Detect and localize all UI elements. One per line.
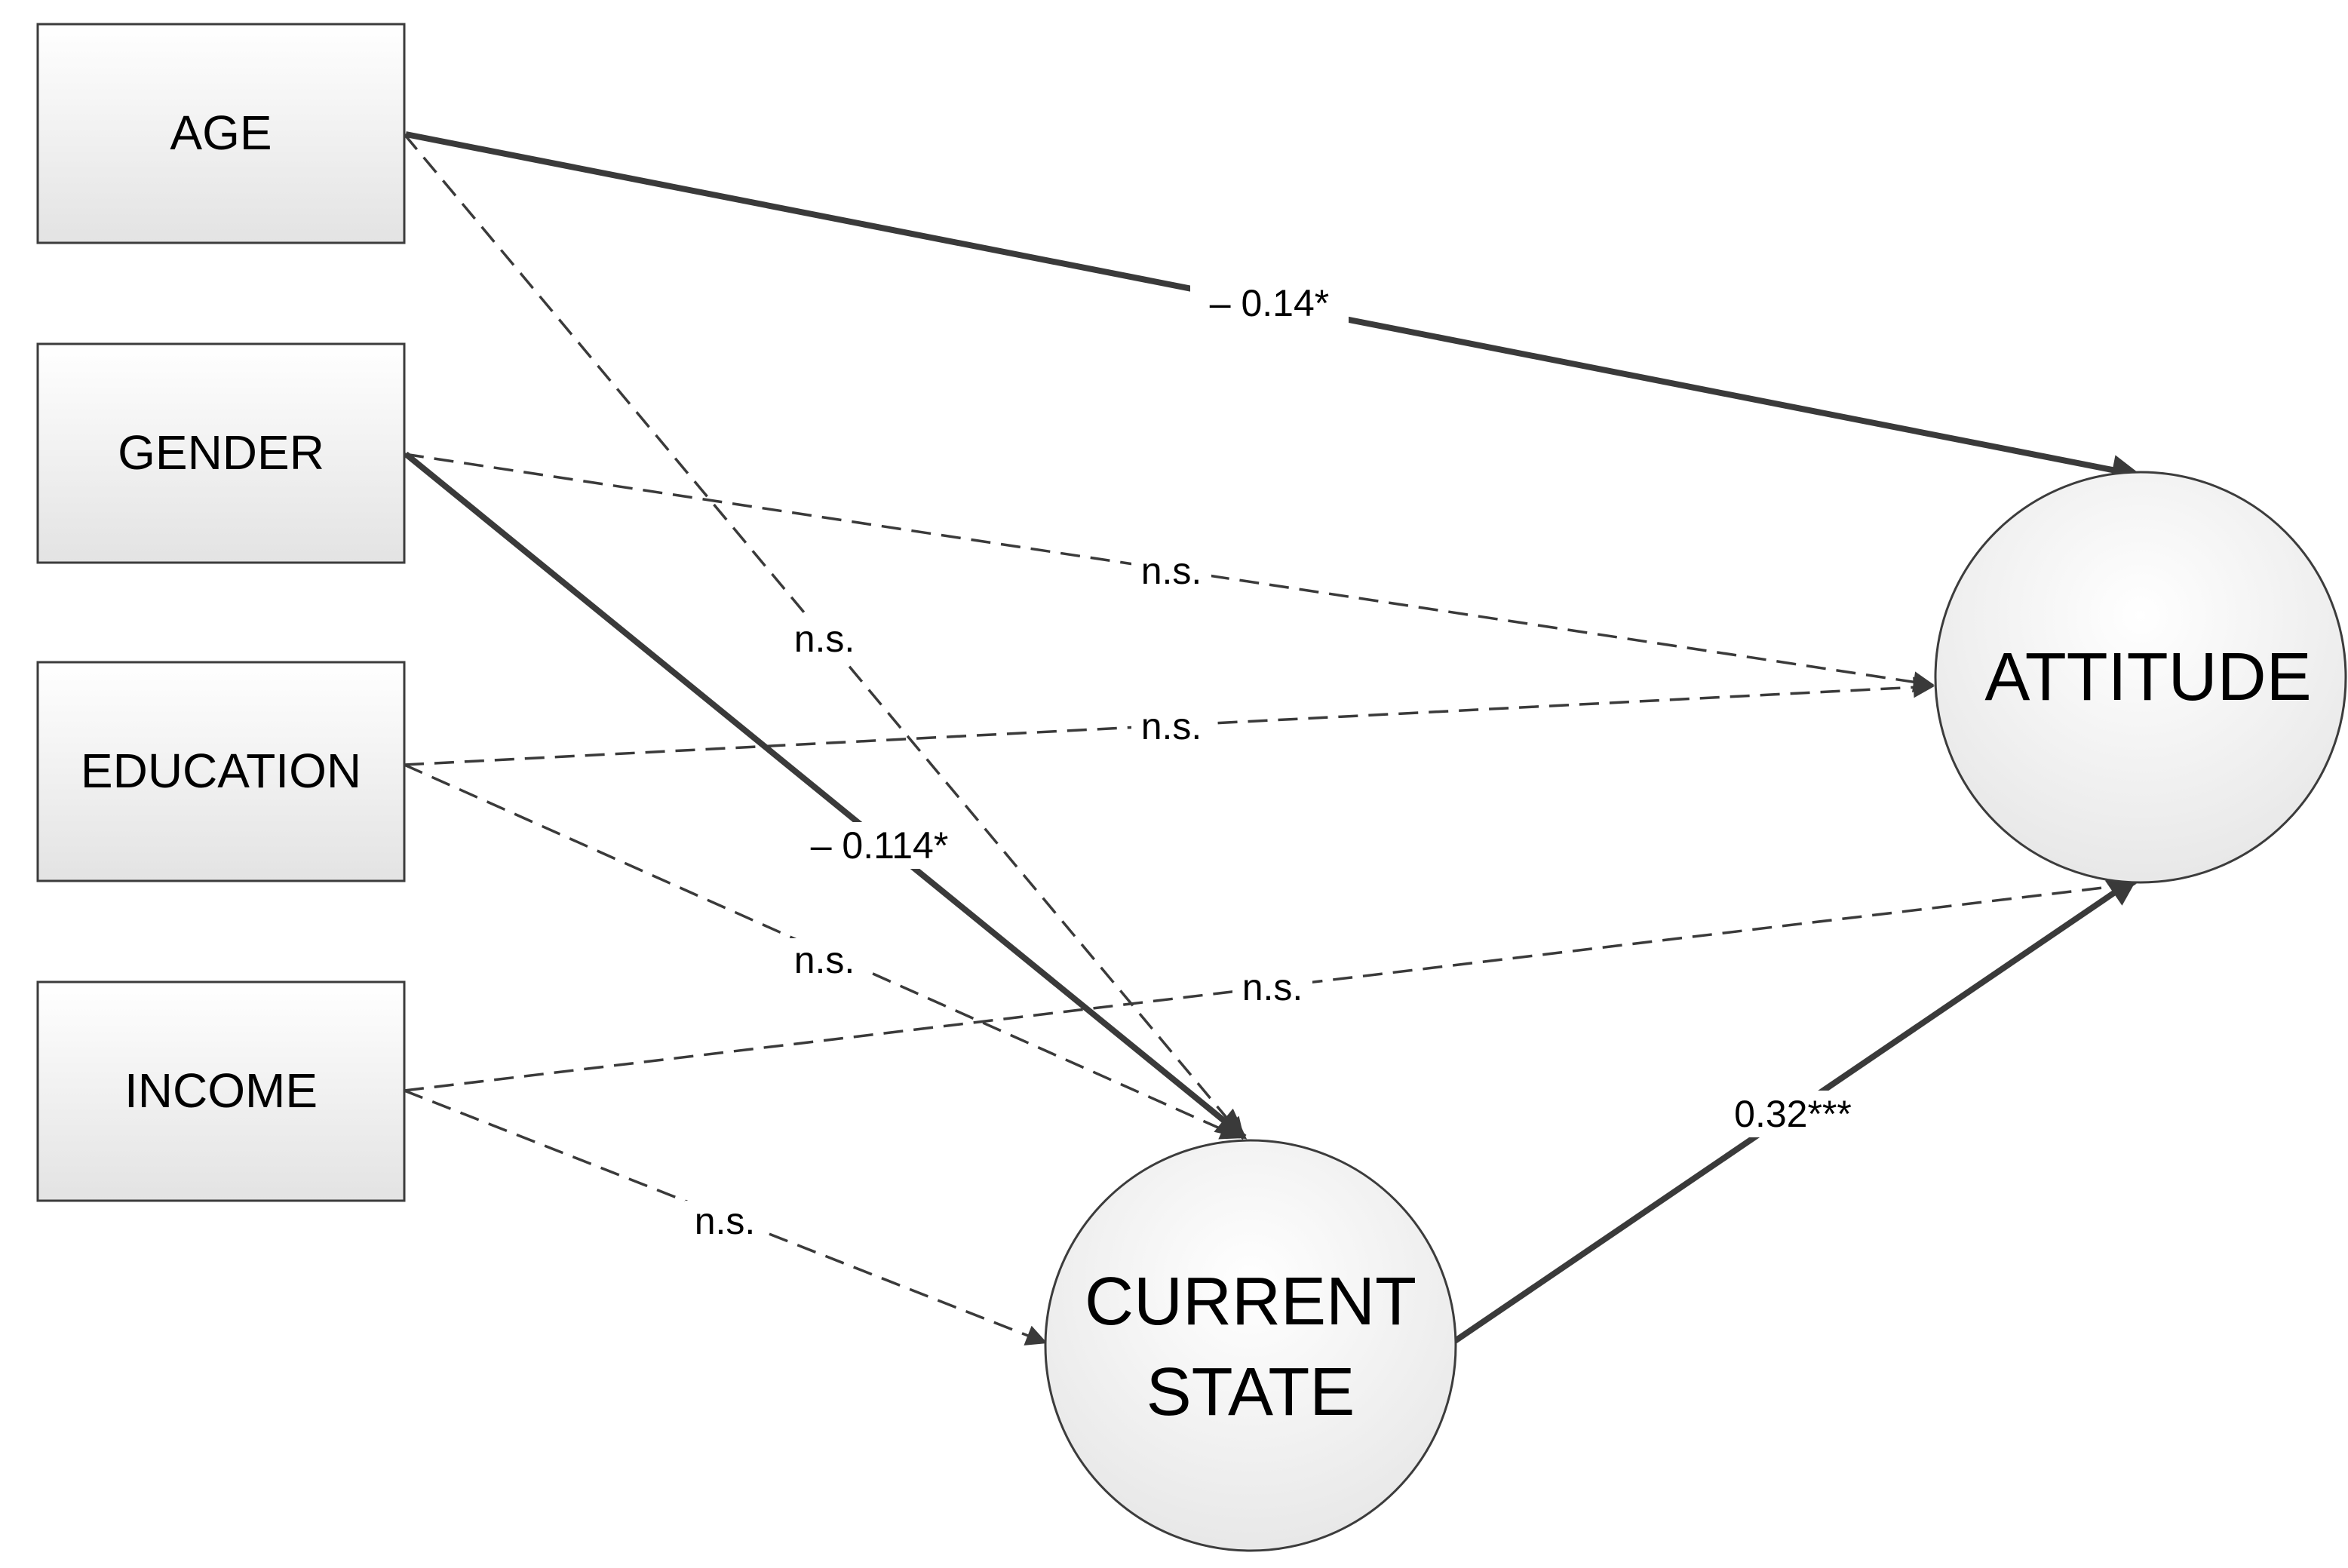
label-age-current-state: n.s. [794,618,855,660]
node-gender-label: GENDER [118,425,324,480]
edge-gender-current-state [404,451,1248,1140]
label-age-attitude: – 0.14* [1210,282,1329,324]
node-education-label: EDUCATION [81,744,361,798]
edge-income-attitude [404,876,2137,1092]
label-education-current-state: n.s. [794,939,855,981]
edge-age-current-state [403,133,1245,1140]
label-gender-current-state: – 0.114* [811,824,949,867]
node-gender: GENDER [36,342,406,564]
node-age-label: AGE [170,106,272,160]
node-age: AGE [36,23,406,244]
node-attitude-label: ATTITUDE [1984,640,2311,715]
label-income-attitude: n.s. [1242,966,1303,1008]
node-education: EDUCATION [36,661,406,882]
label-income-current-state: n.s. [695,1200,756,1242]
node-current-state: CURRENT STATE [1044,1139,1457,1552]
node-income-label: INCOME [124,1063,318,1118]
node-attitude: ATTITUDE [1934,471,2347,884]
edge-labels: – 0.14* n.s. n.s. – 0.114* n.s. n.s. n.s… [685,279,1880,1244]
label-current-state-attitude: 0.32*** [1734,1093,1852,1135]
node-current-state-label-line2: STATE [1146,1355,1355,1430]
node-income: INCOME [36,980,406,1202]
label-education-attitude: n.s. [1141,705,1202,747]
label-gender-attitude: n.s. [1141,550,1202,592]
node-current-state-label-line1: CURRENT [1085,1264,1416,1339]
